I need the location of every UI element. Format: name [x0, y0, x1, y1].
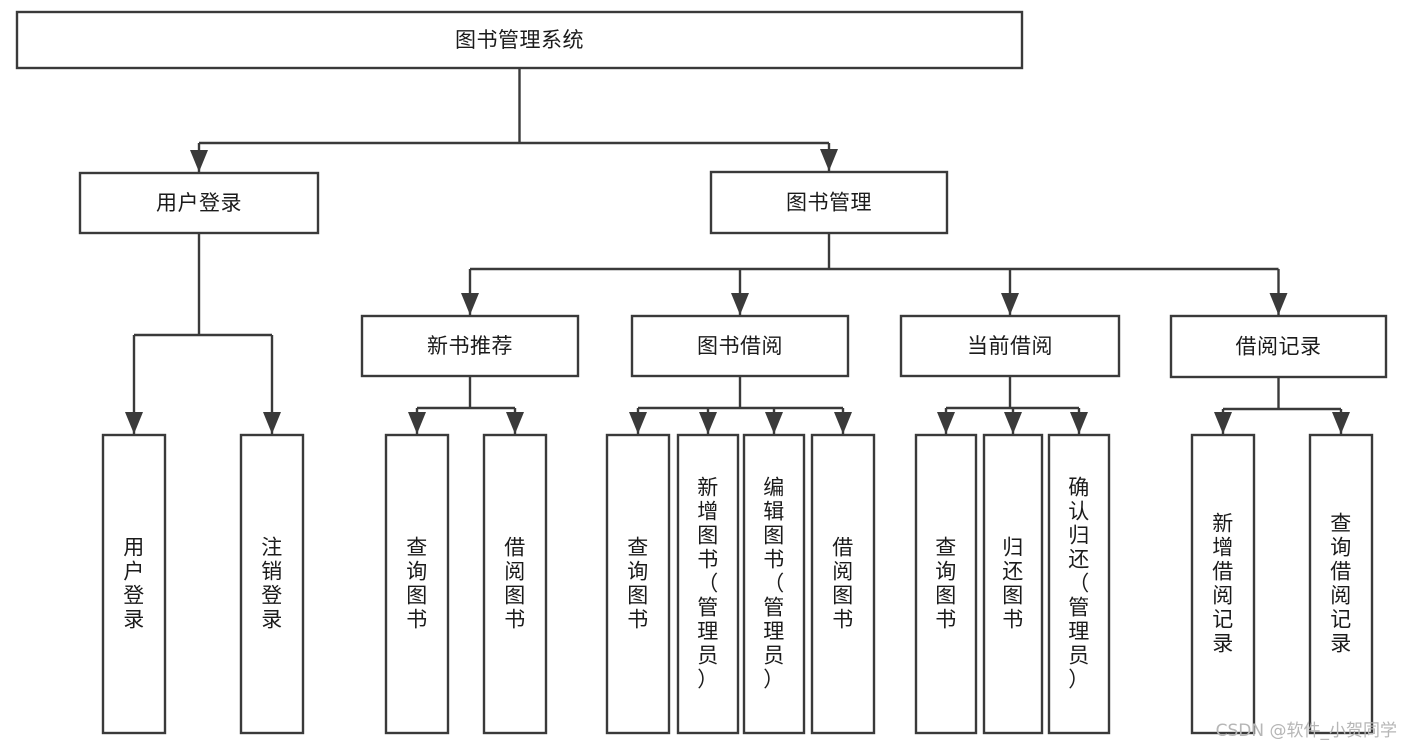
- node-book-manage[interactable]: 图书管理: [709, 170, 949, 235]
- arrow-head-icon: [506, 412, 524, 434]
- node-leaf-query-record[interactable]: 查询借阅记录: [1308, 433, 1374, 735]
- node-box-leaf-user-login[interactable]: [101, 433, 167, 735]
- node-label-leaf-query-book-rec: 查询图书: [406, 536, 428, 632]
- arrow-head-icon: [731, 293, 749, 315]
- node-book-borrow[interactable]: 图书借阅: [630, 314, 850, 378]
- node-label-leaf-query-record: 查询借阅记录: [1330, 512, 1352, 656]
- node-box-leaf-confirm-return[interactable]: [1047, 433, 1111, 735]
- node-leaf-edit-book[interactable]: 编辑图书（管理员）: [742, 433, 806, 735]
- node-leaf-user-login[interactable]: 用户登录: [101, 433, 167, 735]
- node-label-leaf-add-record: 新增借阅记录: [1212, 512, 1234, 656]
- node-label-new-book-rec: 新书推荐: [427, 334, 513, 358]
- node-user-login[interactable]: 用户登录: [78, 171, 320, 235]
- node-label-root: 图书管理系统: [455, 28, 584, 52]
- node-leaf-borrow-book[interactable]: 借阅图书: [810, 433, 876, 735]
- node-box-leaf-borrow-book-rec[interactable]: [482, 433, 548, 735]
- node-box-leaf-add-book[interactable]: [676, 433, 740, 735]
- node-label-leaf-borrow-book-rec: 借阅图书: [504, 536, 526, 632]
- node-leaf-query-book[interactable]: 查询图书: [605, 433, 671, 735]
- node-root[interactable]: 图书管理系统: [15, 10, 1024, 70]
- node-label-leaf-add-book: 新增图书（管理员）: [697, 476, 719, 692]
- node-box-leaf-add-record[interactable]: [1190, 433, 1256, 735]
- node-label-user-login: 用户登录: [156, 191, 242, 215]
- node-current-borrow[interactable]: 当前借阅: [899, 314, 1121, 378]
- node-label-leaf-user-login: 用户登录: [123, 536, 145, 632]
- node-box-leaf-edit-book[interactable]: [742, 433, 806, 735]
- node-box-borrow-record[interactable]: [1169, 314, 1388, 379]
- arrow-head-icon: [834, 412, 852, 434]
- node-box-leaf-borrow-book[interactable]: [810, 433, 876, 735]
- node-label-current-borrow: 当前借阅: [967, 334, 1053, 358]
- arrow-head-icon: [1269, 293, 1288, 315]
- arrow-head-icon: [461, 293, 479, 315]
- node-borrow-record[interactable]: 借阅记录: [1169, 314, 1388, 379]
- node-label-leaf-query-book: 查询图书: [627, 536, 649, 632]
- node-box-leaf-user-logout[interactable]: [239, 433, 305, 735]
- node-new-book-rec[interactable]: 新书推荐: [360, 314, 580, 378]
- node-leaf-query-book-cur[interactable]: 查询图书: [914, 433, 978, 735]
- node-box-leaf-query-book-cur[interactable]: [914, 433, 978, 735]
- watermark-label: CSDN @软件_小贺同学: [1215, 721, 1397, 741]
- node-box-leaf-query-record[interactable]: [1308, 433, 1374, 735]
- node-box-current-borrow[interactable]: [899, 314, 1121, 378]
- arrow-head-icon: [1001, 293, 1019, 315]
- node-box-leaf-return-book[interactable]: [982, 433, 1044, 735]
- arrow-head-icon: [699, 412, 717, 434]
- node-layer: 图书管理系统用户登录图书管理新书推荐图书借阅当前借阅借阅记录用户登录注销登录查询…: [15, 10, 1388, 735]
- node-label-book-manage: 图书管理: [786, 191, 872, 215]
- node-leaf-confirm-return[interactable]: 确认归还（管理员）: [1047, 433, 1111, 735]
- arrow-head-icon: [125, 412, 143, 434]
- node-box-book-manage[interactable]: [709, 170, 949, 235]
- arrow-head-icon: [629, 412, 647, 434]
- node-label-leaf-confirm-return: 确认归还（管理员）: [1068, 476, 1090, 692]
- node-box-user-login[interactable]: [78, 171, 320, 235]
- node-label-leaf-borrow-book: 借阅图书: [832, 536, 854, 632]
- node-box-root[interactable]: [15, 10, 1024, 70]
- node-box-leaf-query-book-rec[interactable]: [384, 433, 450, 735]
- node-box-leaf-query-book[interactable]: [605, 433, 671, 735]
- arrow-head-icon: [190, 150, 208, 172]
- node-leaf-borrow-book-rec[interactable]: 借阅图书: [482, 433, 548, 735]
- node-leaf-add-book[interactable]: 新增图书（管理员）: [676, 433, 740, 735]
- node-label-leaf-query-book-cur: 查询图书: [935, 536, 957, 632]
- node-box-new-book-rec[interactable]: [360, 314, 580, 378]
- arrow-head-icon: [1070, 412, 1088, 434]
- node-leaf-user-logout[interactable]: 注销登录: [239, 433, 305, 735]
- node-label-leaf-user-logout: 注销登录: [261, 536, 283, 632]
- node-label-leaf-edit-book: 编辑图书（管理员）: [763, 476, 785, 692]
- node-label-borrow-record: 借阅记录: [1236, 335, 1322, 359]
- arrow-head-icon: [820, 149, 838, 171]
- node-leaf-add-record[interactable]: 新增借阅记录: [1190, 433, 1256, 735]
- arrow-head-icon: [937, 412, 955, 434]
- arrow-head-icon: [263, 412, 281, 434]
- arrow-head-icon: [408, 412, 426, 434]
- node-label-leaf-return-book: 归还图书: [1002, 536, 1024, 632]
- arrow-head-icon: [1332, 412, 1350, 434]
- arrow-head-icon: [1004, 412, 1022, 434]
- node-box-book-borrow[interactable]: [630, 314, 850, 378]
- connector-layer: [125, 68, 1350, 434]
- node-leaf-return-book[interactable]: 归还图书: [982, 433, 1044, 735]
- node-label-book-borrow: 图书借阅: [697, 334, 783, 358]
- arrow-head-icon: [1214, 412, 1232, 434]
- node-leaf-query-book-rec[interactable]: 查询图书: [384, 433, 450, 735]
- arrow-head-icon: [765, 412, 783, 434]
